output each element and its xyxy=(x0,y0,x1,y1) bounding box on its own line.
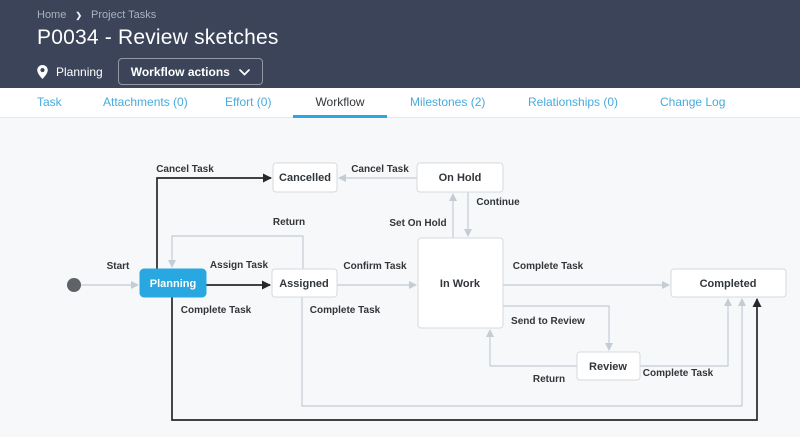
svg-text:Completed: Completed xyxy=(700,278,757,290)
location-pin-icon xyxy=(37,64,48,79)
chevron-right-icon: ❯ xyxy=(75,10,83,20)
tab-milestones[interactable]: Milestones (2) xyxy=(410,95,486,109)
start-node xyxy=(67,278,81,292)
breadcrumb: Home ❯ Project Tasks xyxy=(37,0,800,21)
page-header: Home ❯ Project Tasks P0034 - Review sket… xyxy=(0,0,800,88)
tab-attachments[interactable]: Attachments (0) xyxy=(103,95,188,109)
node-planning-current: Planning xyxy=(139,268,207,298)
edge-assigned-return-to-planning xyxy=(168,235,304,269)
node-review: Review xyxy=(576,351,641,381)
workflow-actions-label: Workflow actions xyxy=(130,64,230,79)
tab-relationships[interactable]: Relationships (0) xyxy=(528,95,619,109)
edge-review-to-completed xyxy=(640,298,732,367)
edge-planning-complete-to-completed xyxy=(171,297,762,421)
edge-label-send-to-review: Send to Review xyxy=(511,316,585,327)
edge-label-start: Start xyxy=(107,261,130,272)
status-label: Planning xyxy=(56,64,103,79)
edge-label-assign-task: Assign Task xyxy=(210,260,269,271)
edge-label-complete-task-assigned: Complete Task xyxy=(310,305,381,316)
node-on-hold: On Hold xyxy=(416,162,504,193)
edge-label-return-top: Return xyxy=(273,217,305,228)
edge-label-return-review: Return xyxy=(533,374,565,385)
edge-label-set-on-hold: Set On Hold xyxy=(389,218,446,229)
edge-review-return-to-inwork xyxy=(486,329,577,367)
svg-text:On Hold: On Hold xyxy=(439,172,482,184)
tab-workflow[interactable]: Workflow xyxy=(293,88,387,118)
node-cancelled: Cancelled xyxy=(272,162,338,193)
svg-text:Planning: Planning xyxy=(150,278,196,290)
breadcrumb-link-home[interactable]: Home xyxy=(37,9,67,21)
edge-label-cancel-task-planning: Cancel Task xyxy=(156,164,214,175)
chevron-down-icon xyxy=(238,68,250,76)
svg-text:Cancelled: Cancelled xyxy=(279,172,331,184)
node-in-work: In Work xyxy=(417,237,504,329)
svg-text:Review: Review xyxy=(589,361,627,373)
edge-label-continue: Continue xyxy=(476,197,520,208)
edge-assigned-complete-to-completed xyxy=(301,297,746,407)
svg-text:In Work: In Work xyxy=(440,278,481,290)
tab-task[interactable]: Task xyxy=(37,95,62,109)
edge-label-complete-task-review: Complete Task xyxy=(643,368,714,379)
edge-label-complete-task-inwork: Complete Task xyxy=(513,261,584,272)
node-completed: Completed xyxy=(670,268,787,298)
edge-inwork-to-review xyxy=(503,305,613,351)
header-subrow: Planning Workflow actions xyxy=(37,58,800,85)
workflow-actions-button[interactable]: Workflow actions xyxy=(117,58,263,85)
breadcrumb-item-project-tasks[interactable]: Project Tasks xyxy=(91,9,157,21)
tab-change-log[interactable]: Change Log xyxy=(660,95,726,109)
svg-text:Assigned: Assigned xyxy=(279,278,329,290)
workflow-canvas[interactable]: Cancelled On Hold Planning Assigned In W… xyxy=(0,118,800,437)
edge-label-complete-task-planning: Complete Task xyxy=(181,305,252,316)
tab-bar: Task Attachments (0) Effort (0) Workflow… xyxy=(0,88,800,118)
edge-label-cancel-task-onhold: Cancel Task xyxy=(351,164,409,175)
page-title: P0034 - Review sketches xyxy=(37,26,279,49)
edge-label-confirm-task: Confirm Task xyxy=(343,261,407,272)
node-assigned: Assigned xyxy=(271,268,338,298)
edge-planning-cancel-to-cancelled xyxy=(156,173,272,269)
tab-effort[interactable]: Effort (0) xyxy=(225,95,272,109)
workflow-diagram: Cancelled On Hold Planning Assigned In W… xyxy=(67,162,787,421)
